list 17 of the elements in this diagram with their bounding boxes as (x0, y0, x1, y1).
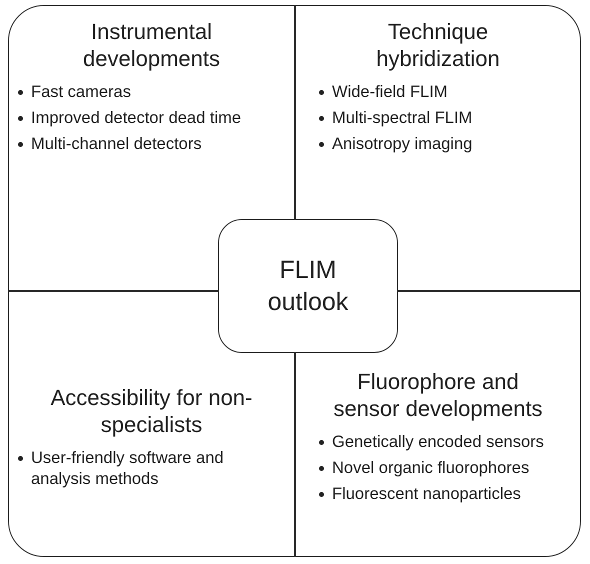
panel-heading: Technique hybridization (375, 18, 501, 72)
center-title: FLIM outlook (266, 255, 350, 318)
bullet-item: Fast cameras (31, 83, 131, 101)
bullet-item: Improved detector dead time (31, 109, 242, 127)
bullet-item: Multi-spectral FLIM (332, 109, 472, 127)
bullet-item: User-friendly software and analysis methods (31, 449, 224, 488)
bullet-item: Genetically encoded sensors (332, 433, 544, 451)
outer-frame (8, 5, 581, 557)
center-box (218, 219, 398, 353)
panel-heading: Instrumental developments (82, 18, 221, 72)
bullet-item: Multi-channel detectors (31, 135, 202, 153)
panel-heading: Accessibility for non-specialists (50, 384, 254, 438)
bullet-item: Wide-field FLIM (332, 83, 448, 101)
bullet-item: Anisotropy imaging (332, 135, 472, 153)
bullet-item: Novel organic fluorophores (332, 459, 530, 477)
bullet-item: Fluorescent nanoparticles (332, 485, 521, 503)
panel-heading: Fluorophore and sensor developments (332, 368, 544, 422)
